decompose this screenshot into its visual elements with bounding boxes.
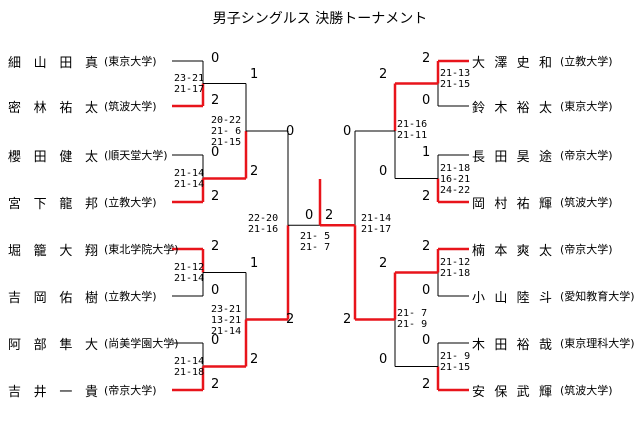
left-r2-game-scores: 23-21 13-21 21-14 [211, 303, 242, 337]
player-school: (東北学院大学) [104, 243, 179, 256]
right-sf-score-bottom: 2 [343, 311, 352, 327]
player-name: 大澤史和 [472, 56, 552, 71]
player-school: (帝京大学) [560, 149, 613, 162]
left-r2-score-bottom: 2 [250, 163, 259, 179]
right-r1-game-scores: 21-18 16-21 24-22 [440, 162, 471, 196]
left-r2-score-top: 1 [250, 66, 259, 82]
player-school: (筑波大学) [560, 384, 613, 397]
player-school: (東京理科大学) [560, 337, 635, 350]
left-r1-score-bottom: 0 [211, 283, 220, 298]
left-r2-game-scores: 20-22 21- 6 21-15 [211, 115, 242, 148]
left-r1-game-scores: 23-21 21-17 [174, 72, 205, 95]
left-r1-score-bottom: 2 [211, 189, 220, 204]
player-name: 木田裕哉 [472, 338, 552, 353]
right-r2-game-scores: 21-16 21-11 [397, 119, 428, 141]
right-sf-game-scores: 21-14 21-17 [361, 213, 392, 236]
right-r1-score-top: 1 [422, 145, 431, 160]
left-r1-game-scores: 21-12 21-14 [174, 261, 205, 284]
left-r2-score-top: 1 [250, 255, 259, 271]
final-score-left: 0 [305, 208, 314, 224]
left-r1-score-top: 2 [211, 239, 220, 254]
right-r1-game-scores: 21- 9 21-15 [440, 350, 471, 373]
player-school: (順天堂大学) [104, 149, 168, 162]
right-r2-score-top: 2 [379, 255, 388, 271]
player-school: (筑波大学) [104, 100, 157, 113]
player-school: (帝京大学) [560, 243, 613, 256]
right-r1-score-bottom: 2 [422, 189, 431, 204]
right-r1-score-top: 2 [422, 51, 431, 66]
right-sf-score-top: 0 [343, 124, 352, 139]
player-name: 楠本爽太 [472, 244, 552, 259]
final-game-scores: 21- 5 21- 7 [300, 231, 331, 254]
player-name: 安保武輝 [472, 385, 552, 400]
player-name: 堀籠大翔 [8, 244, 98, 259]
left-sf-score-top: 0 [286, 124, 295, 139]
player-name: 宮下龍邦 [8, 197, 98, 212]
player-name: 吉岡佑樹 [8, 291, 98, 306]
page-title: 男子シングルス 決勝トーナメント [212, 11, 428, 27]
right-r1-score-bottom: 0 [422, 93, 431, 108]
left-r1-score-top: 0 [211, 51, 220, 66]
right-r1-score-bottom: 0 [422, 283, 431, 298]
right-r2-score-bottom: 0 [379, 351, 388, 367]
player-name: 岡村祐輝 [472, 197, 552, 212]
player-name: 細山田真 [8, 56, 98, 71]
right-r1-score-top: 2 [422, 239, 431, 254]
left-r1-score-bottom: 2 [211, 377, 220, 392]
left-sf-score-bottom: 2 [286, 311, 295, 327]
right-r2-score-top: 2 [379, 66, 388, 82]
right-r1-game-scores: 21-12 21-18 [440, 256, 471, 279]
left-r1-game-scores: 21-14 21-18 [174, 355, 205, 378]
right-r1-score-top: 0 [422, 333, 431, 348]
player-school: (立教大学) [104, 196, 157, 209]
left-r1-score-top: 0 [211, 333, 220, 348]
player-school: (東京大学) [560, 100, 613, 113]
left-r2-score-bottom: 2 [250, 351, 259, 367]
player-school: (帝京大学) [104, 384, 157, 397]
left-r1-score-top: 0 [211, 145, 220, 160]
player-name: 櫻田健太 [8, 150, 98, 165]
player-school: (立教大学) [560, 55, 613, 68]
player-school: (立教大学) [104, 290, 157, 303]
player-name: 長田昊途 [472, 150, 552, 165]
left-r1-score-bottom: 2 [211, 93, 220, 108]
player-name: 鈴木裕太 [472, 101, 552, 116]
player-name: 阿部隼大 [8, 338, 98, 353]
player-school: (尚美学園大学) [104, 337, 179, 350]
right-r2-game-scores: 21- 7 21- 9 [397, 307, 428, 330]
player-school: (東京大学) [104, 55, 157, 68]
player-name: 小山陸斗 [472, 291, 552, 306]
player-school: (筑波大学) [560, 196, 613, 209]
player-name: 密林祐太 [8, 101, 98, 116]
final-score-right: 2 [325, 208, 334, 224]
right-r1-score-bottom: 2 [422, 377, 431, 392]
player-school: (愛知教育大学) [560, 290, 635, 303]
left-sf-game-scores: 22-20 21-16 [248, 213, 279, 236]
left-r1-game-scores: 21-14 21-14 [174, 167, 205, 190]
right-r2-score-bottom: 0 [379, 163, 388, 179]
player-name: 吉井一貴 [8, 385, 98, 400]
right-r1-game-scores: 21-13 21-15 [440, 67, 471, 90]
